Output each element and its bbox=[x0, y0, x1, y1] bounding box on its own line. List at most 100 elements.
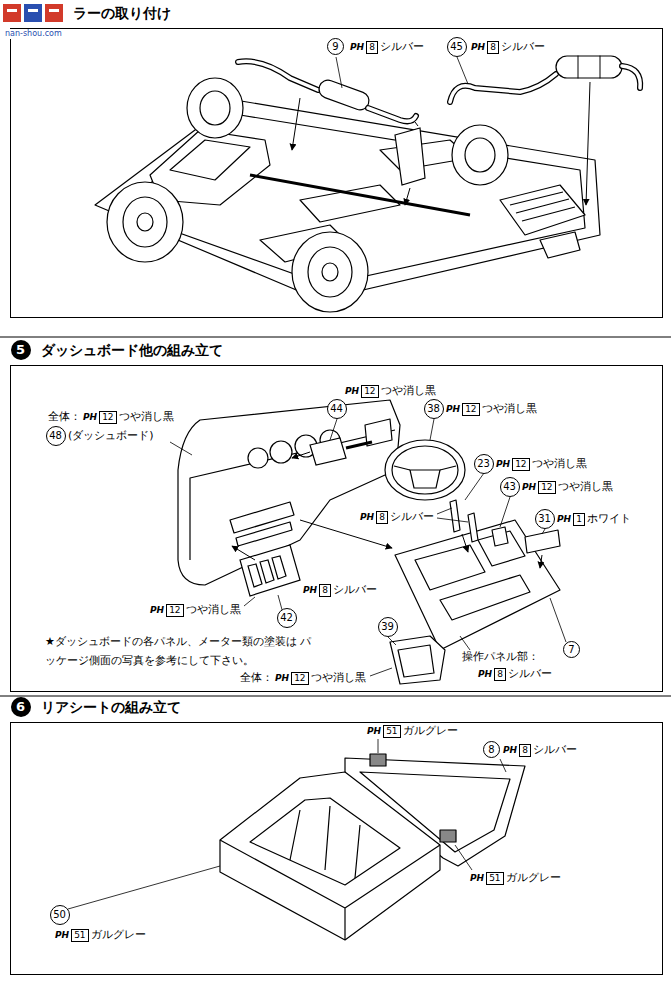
assembly-arrow bbox=[292, 452, 310, 458]
paint-code-icon: PH bbox=[446, 402, 460, 416]
callout-text: 7 bbox=[568, 645, 574, 655]
leader-line bbox=[336, 57, 342, 88]
meter-panel bbox=[240, 545, 300, 596]
watermark-logo bbox=[24, 4, 42, 22]
callout-text: 45 bbox=[450, 42, 463, 52]
color-number: 8 bbox=[487, 41, 499, 54]
callout-text: 23 bbox=[477, 459, 490, 469]
spec-text: つや消し黒 bbox=[119, 410, 174, 424]
chassis bbox=[300, 185, 400, 222]
spec-text: つや消し黒 bbox=[381, 384, 436, 398]
paint-code-icon: PH bbox=[83, 410, 97, 424]
color-number: 1 bbox=[573, 513, 585, 526]
color-number: 8 bbox=[376, 511, 388, 524]
color-number: 8 bbox=[519, 744, 531, 757]
step-frame: ラーの取り付け945 bbox=[10, 28, 663, 318]
chassis bbox=[465, 138, 495, 172]
watermark-logo bbox=[49, 9, 59, 12]
leader-line bbox=[170, 442, 192, 455]
console bbox=[525, 530, 560, 553]
callout-number: 45 bbox=[447, 37, 467, 57]
steering-wheel bbox=[394, 466, 456, 470]
assembly-arrow bbox=[586, 82, 590, 205]
leader-line bbox=[500, 497, 510, 527]
leader-line bbox=[336, 57, 468, 88]
watermark-logo bbox=[28, 9, 38, 12]
leader-line bbox=[542, 529, 545, 534]
spec-text: 操作パネル部： bbox=[462, 650, 539, 664]
paint-code-icon: PH bbox=[503, 743, 517, 757]
color-number: 12 bbox=[512, 458, 529, 471]
leader-line bbox=[68, 866, 220, 909]
rear-seat bbox=[220, 840, 440, 940]
assembly-arrow bbox=[540, 555, 542, 568]
muffler bbox=[238, 61, 318, 90]
color-number: 51 bbox=[71, 929, 88, 942]
callout-number: 43 bbox=[500, 477, 520, 497]
dashboard bbox=[270, 441, 292, 463]
callout-number: 48 bbox=[46, 426, 66, 446]
watermark-logo bbox=[45, 4, 63, 22]
paint-code-icon: PH bbox=[478, 667, 492, 681]
leader-line bbox=[388, 637, 396, 645]
step-heading: ダッシュボード他の組み立て bbox=[41, 341, 223, 359]
watermark-logo bbox=[7, 9, 17, 12]
leader-line bbox=[430, 419, 434, 440]
step-number: 5 bbox=[11, 340, 31, 360]
callout-number: 39 bbox=[378, 617, 398, 637]
assembly-arrow bbox=[292, 82, 590, 205]
rear-seat bbox=[440, 830, 456, 842]
step-heading: ラーの取り付け bbox=[73, 4, 171, 22]
paint-code-icon: PH bbox=[150, 603, 164, 617]
leader-line bbox=[500, 759, 506, 772]
callout-number: 23 bbox=[474, 454, 494, 474]
paint-code-icon: PH bbox=[350, 40, 364, 54]
muffler bbox=[238, 56, 640, 185]
assembly-arrow bbox=[232, 546, 255, 560]
paint-code-icon: PH bbox=[522, 480, 536, 494]
chassis bbox=[107, 182, 183, 262]
console bbox=[390, 500, 560, 684]
steering-column bbox=[346, 442, 372, 448]
leader-line bbox=[244, 597, 255, 606]
chassis bbox=[308, 247, 352, 297]
console bbox=[450, 500, 460, 532]
color-number: 12 bbox=[99, 411, 116, 424]
paint-code-icon: PH bbox=[496, 457, 510, 471]
paint-code-icon: PH bbox=[55, 928, 69, 942]
paint-code-icon: PH bbox=[275, 671, 289, 685]
console bbox=[440, 575, 530, 620]
spec-text: ガルグレー bbox=[403, 724, 458, 738]
dashboard bbox=[230, 502, 294, 533]
color-number: 12 bbox=[291, 672, 308, 685]
meter-panel bbox=[248, 556, 286, 587]
spec-text: ガルグレー bbox=[506, 871, 561, 885]
spec-text: シルバー bbox=[508, 667, 552, 681]
note-text: ★ダッシュボードの各パネル、メーター類の塗装は パッケージ側面の写真を参考にして… bbox=[45, 632, 313, 670]
muffler bbox=[622, 66, 640, 88]
rear-seat bbox=[250, 798, 400, 885]
console bbox=[415, 531, 525, 590]
paint-code-icon: PH bbox=[303, 583, 317, 597]
watermark-logo bbox=[3, 4, 21, 22]
steering-column bbox=[310, 438, 346, 465]
chassis bbox=[452, 125, 508, 185]
spec-text: つや消し黒 bbox=[532, 457, 587, 471]
callout-text: 42 bbox=[280, 613, 293, 623]
chassis bbox=[322, 263, 338, 281]
step-number: 6 bbox=[11, 697, 31, 717]
leader-line bbox=[455, 845, 472, 870]
assembly-arrow bbox=[300, 520, 392, 548]
spec-text: シルバー bbox=[533, 743, 577, 757]
leader-line bbox=[457, 57, 468, 84]
spec-text: つや消し黒 bbox=[558, 480, 613, 494]
spec-text: つや消し黒 bbox=[482, 402, 537, 416]
watermark-logo bbox=[3, 4, 63, 22]
dashboard bbox=[190, 430, 395, 560]
assembly-arrow bbox=[462, 534, 468, 552]
callout-number: 42 bbox=[277, 608, 297, 628]
steering-wheel bbox=[385, 440, 465, 500]
paint-code-icon: PH bbox=[360, 510, 374, 524]
rear-seat bbox=[220, 754, 525, 940]
